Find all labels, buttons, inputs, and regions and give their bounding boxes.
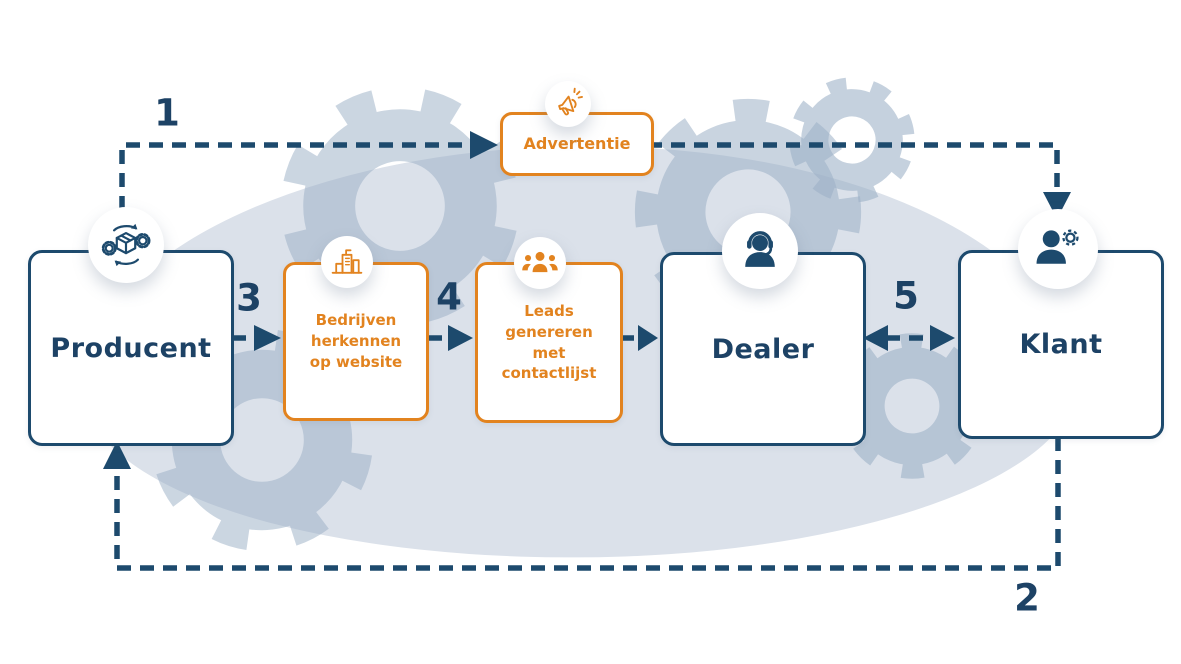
step-number-2: 2 [1014, 576, 1040, 620]
klant-icon-circle [1018, 209, 1098, 289]
node-leads: Leads genereren met contactlijst [475, 262, 623, 423]
node-dealer-label: Dealer [711, 333, 815, 365]
node-klant-label: Klant [1019, 329, 1103, 360]
bedrijven-icon-circle [321, 236, 373, 288]
people-group-icon [522, 251, 558, 273]
producent-icon-circle [88, 207, 164, 283]
customer-gear-icon [1036, 229, 1079, 264]
arrowhead-right-icon [930, 325, 955, 351]
arrowhead-right-icon [638, 325, 658, 351]
arrowhead-right-icon [448, 325, 473, 351]
megaphone-icon [558, 87, 583, 116]
arrowhead-right-icon [470, 131, 498, 159]
building-icon [331, 249, 363, 274]
step-number-1: 1 [154, 91, 180, 135]
advertentie-icon-circle [545, 81, 591, 127]
arrowhead-up-icon [103, 441, 131, 469]
node-bedrijven-label: Bedrijven herkennen op website [309, 311, 403, 371]
leads-icon-circle [514, 237, 566, 289]
arrowhead-down-icon [1043, 192, 1071, 219]
step-number-3: 3 [236, 276, 262, 320]
connector-1b [648, 142, 1060, 192]
arrowheads [103, 131, 1071, 469]
connector-2 [114, 437, 1061, 571]
node-leads-label: Leads genereren met contactlijst [501, 302, 597, 383]
connector-1a [119, 142, 470, 210]
step-number-4: 4 [436, 275, 462, 319]
production-cycle-icon [101, 223, 151, 267]
node-producent-label: Producent [50, 332, 212, 364]
step-number-5: 5 [893, 274, 919, 318]
arrowhead-left-icon [863, 325, 888, 351]
node-advertentie-label: Advertentie [523, 133, 631, 153]
arrowhead-right-icon [254, 325, 281, 351]
dealer-icon-circle [722, 213, 798, 289]
support-agent-icon [745, 231, 775, 267]
